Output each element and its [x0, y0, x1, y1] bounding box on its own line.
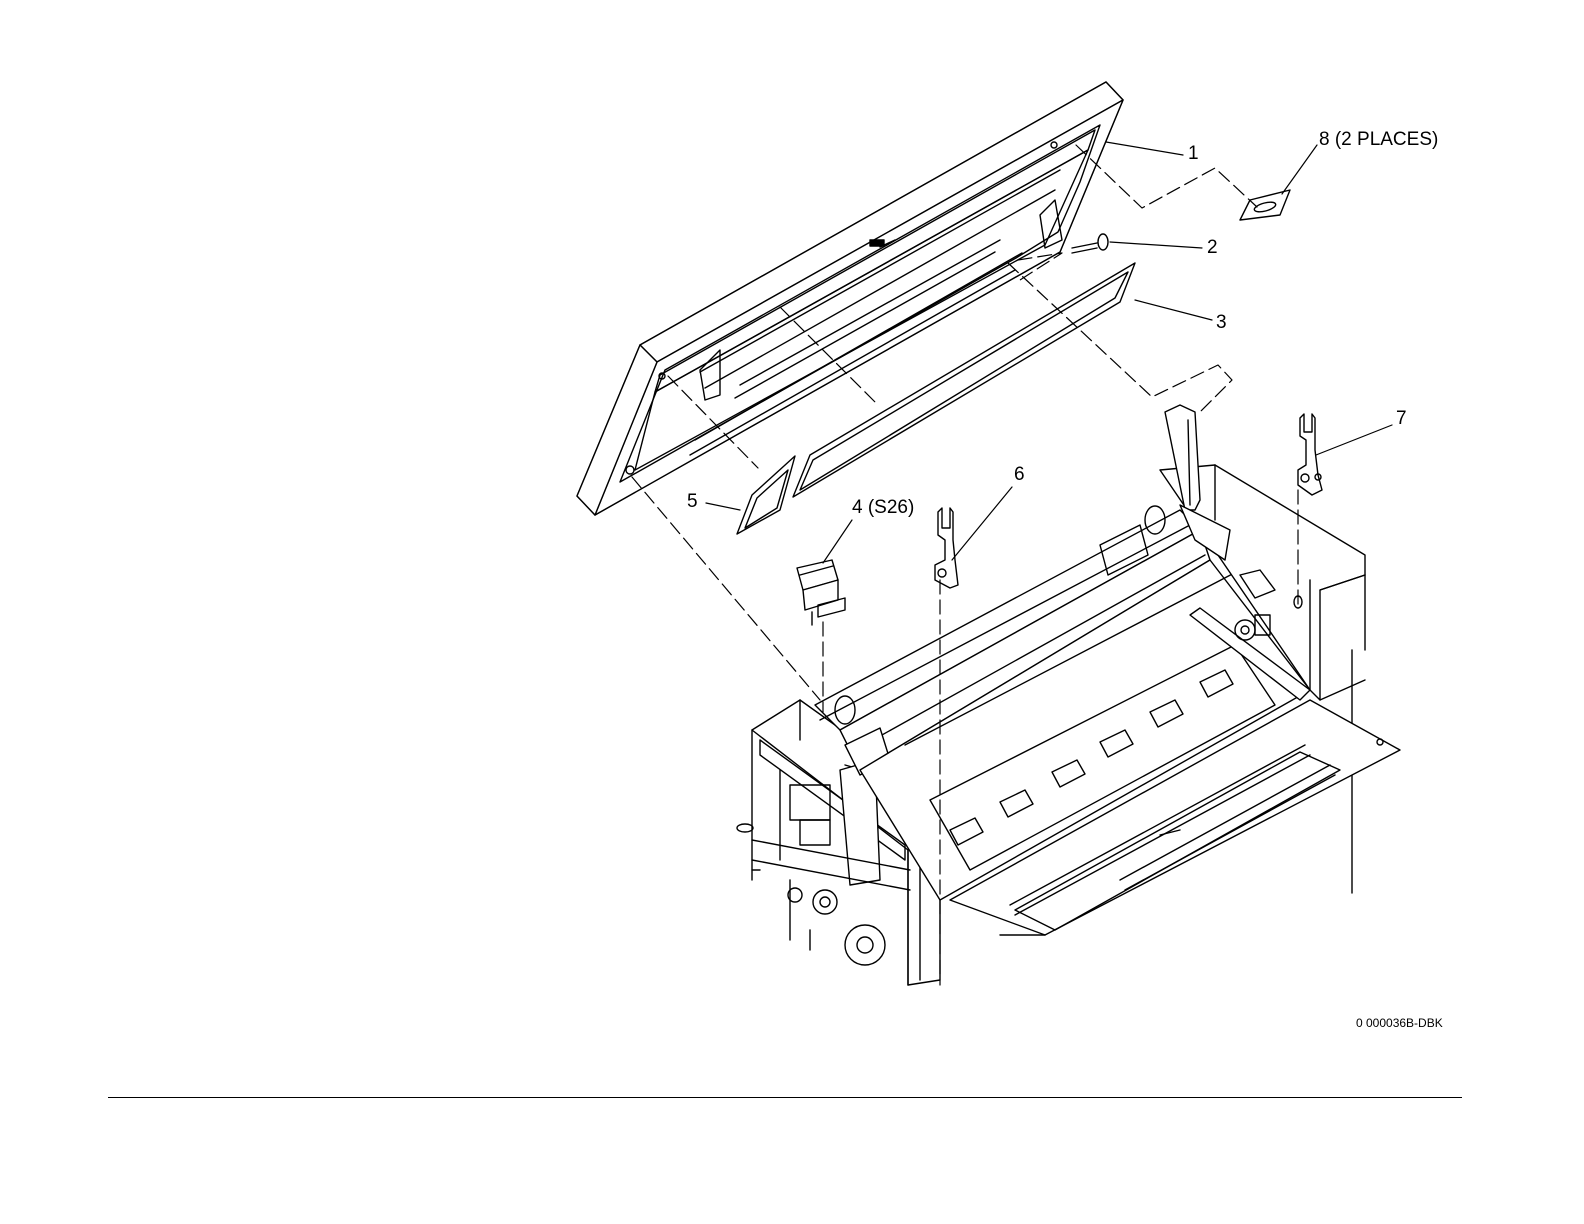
part-4-interlock-switch	[797, 560, 845, 625]
callout-2: 2	[1207, 238, 1218, 257]
callout-3: 3	[1216, 313, 1227, 332]
callout-7: 7	[1396, 409, 1407, 428]
part-8-hinge-pad	[1240, 190, 1290, 220]
machine-body	[737, 405, 1400, 985]
footer-rule	[108, 1097, 1462, 1098]
callout-5: 5	[687, 492, 698, 511]
callout-1: 1	[1188, 144, 1199, 163]
callout-8: 8 (2 PLACES)	[1319, 130, 1438, 149]
part-2-screw	[1072, 234, 1108, 253]
callout-4: 4 (S26)	[852, 498, 914, 517]
drawing-code: 0 000036B-DBK	[1356, 1016, 1443, 1030]
callout-6: 6	[1014, 465, 1025, 484]
part-5-small-glass	[737, 456, 795, 534]
part-6-bracket	[935, 508, 958, 588]
